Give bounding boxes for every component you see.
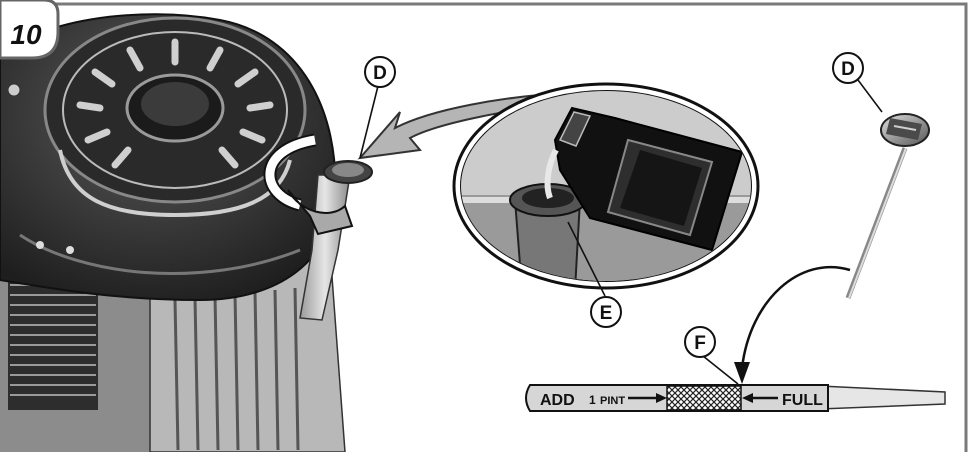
rotate-arrow-icon [263,133,354,236]
dipstick-arrow [740,265,851,369]
scale-full-text: FULL [782,392,823,409]
oil-cap-icon [880,113,930,147]
engine-illustration [0,13,373,452]
callout-e: E [590,296,622,328]
callout-d-dipstick: D [832,52,864,84]
callout-f-label: F [694,333,706,354]
dipstick-scale [525,384,946,412]
callout-d-engine: D [364,56,396,88]
step-badge: 10 [0,0,60,60]
scale-pint-text: PINT [600,395,625,407]
inset-detail [452,82,760,290]
scale-add-text: ADD [540,392,575,409]
callout-d-dipstick-label: D [841,59,855,80]
figure-frame [40,2,968,452]
scale-qty-text: 1 [589,393,596,407]
callout-e-label: E [600,303,613,324]
callout-f: F [684,326,716,358]
step-number: 10 [10,19,42,50]
oil-bottle-icon [544,106,744,252]
callout-d-engine-label: D [373,63,387,84]
dipstick-icon [845,113,930,299]
